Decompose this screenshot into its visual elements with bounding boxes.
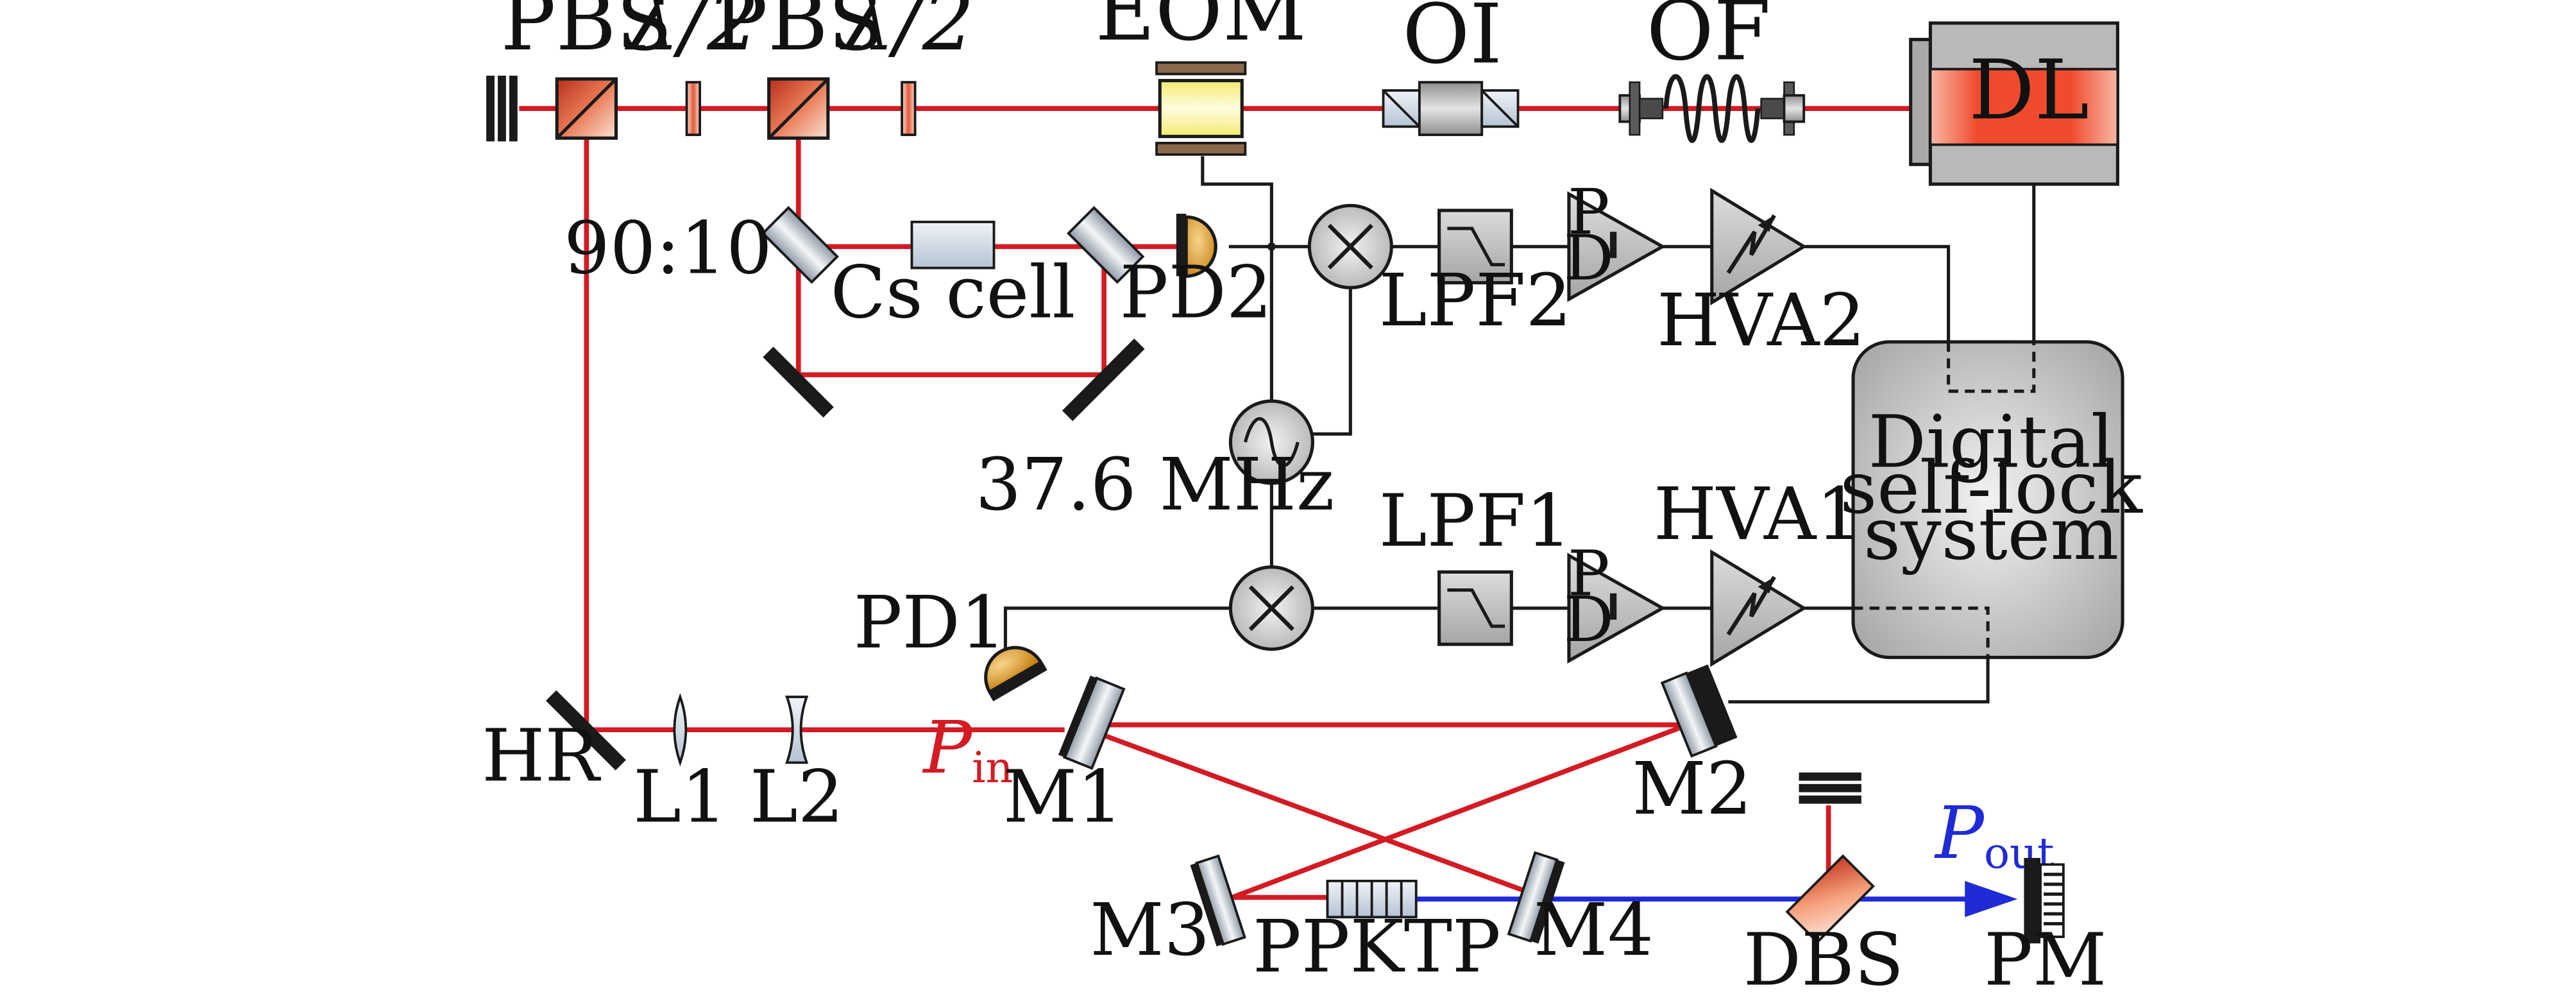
lens-l1 <box>673 693 688 767</box>
pid2-controller <box>1567 191 1666 302</box>
pbs-right <box>767 77 830 140</box>
p-in-label: Pin <box>922 705 1013 792</box>
pid1-p-letter: P <box>1568 537 1609 610</box>
halfwave-plate-left <box>685 81 702 137</box>
pbs-left <box>555 77 618 140</box>
oi-label: OI <box>1402 0 1502 82</box>
beam-dump-dbs <box>1799 772 1861 804</box>
mixer1 <box>1228 565 1314 651</box>
lpf1-label: LPF1 <box>1379 478 1572 563</box>
beam-dump-left <box>486 75 518 142</box>
mirror-m2 <box>1660 664 1738 758</box>
cs-mirror-lower-left <box>763 346 834 418</box>
lpf2-filter <box>1437 209 1513 285</box>
eom <box>1155 61 1247 156</box>
halfwave-left-label: λ/2 <box>624 0 759 69</box>
pid1-d-letter: D <box>1564 583 1614 656</box>
pm-label: PM <box>1984 917 2106 1001</box>
hva2-label: HVA2 <box>1657 278 1865 363</box>
shg-arrow <box>1965 880 2018 918</box>
mixer2 <box>1307 203 1393 289</box>
m1-label: M1 <box>1003 755 1123 839</box>
eom-drive-wire <box>1201 156 1273 411</box>
dichroic-beam-splitter <box>1785 854 1875 944</box>
ppktp-label: PPKTP <box>1253 904 1501 989</box>
pid2-p-letter: P <box>1568 176 1609 248</box>
pd2-detector <box>1176 214 1217 278</box>
oscillator-frequency-label: 37.6 MHz <box>976 442 1335 527</box>
pd1-detector <box>984 646 1047 701</box>
digital-system-label-line3: system <box>1863 492 2119 576</box>
beam-splitter-90-10 <box>761 206 839 284</box>
digital-m2-wire <box>1728 657 1990 704</box>
cs-mirror-upper <box>1067 206 1145 284</box>
digital-dashed-input <box>1947 341 2036 393</box>
l2-label: L2 <box>750 755 844 839</box>
digital-dashed-output <box>1853 606 1990 658</box>
wire-layer <box>1003 156 2036 704</box>
dl-label: DL <box>1969 43 2089 139</box>
pid1-controller <box>1567 552 1666 664</box>
hva1-label: HVA1 <box>1654 472 1862 556</box>
l1-label: L1 <box>633 755 727 839</box>
splitter-ratio-label: 90:10 <box>564 205 772 290</box>
hva2-amplifier <box>1710 187 1808 305</box>
m4-label: M4 <box>1534 887 1654 972</box>
osc-mixer2-wire <box>1312 287 1352 436</box>
m2-to-m3-beam <box>1231 726 1680 900</box>
mirror-m1 <box>1058 675 1126 770</box>
cs-cell <box>910 220 996 270</box>
hva2-digital-wire <box>1804 244 1951 345</box>
pd2-label: PD2 <box>1120 250 1273 334</box>
lpf1-filter <box>1437 570 1513 646</box>
pid2-d-letter: D <box>1564 222 1614 295</box>
m1-to-m4-beam <box>1083 726 1526 893</box>
hva1-amplifier <box>1710 549 1808 667</box>
of-label: OF <box>1647 0 1771 79</box>
mirror-m4 <box>1507 851 1565 944</box>
cs-mirror-lower-right <box>1062 338 1145 422</box>
pbs-right-label: PBS <box>713 0 885 69</box>
pbs-left-label: PBS <box>500 0 672 69</box>
m3-label: M3 <box>1090 887 1210 972</box>
power-meter <box>2024 858 2065 944</box>
lpf2-label: LPF2 <box>1379 258 1572 343</box>
hr-mirror <box>545 690 626 771</box>
hr-label: HR <box>482 714 601 798</box>
digital-system-label-line1: Digital <box>1868 399 2114 484</box>
optical-fiber <box>1618 74 1806 143</box>
eom-label: EOM <box>1095 0 1307 60</box>
rf-oscillator <box>1228 399 1314 485</box>
halfwave-plate-right <box>901 81 917 137</box>
junction-dot <box>1267 242 1276 251</box>
cs-cell-label: Cs cell <box>831 250 1076 334</box>
p-out-label: Pout <box>1934 791 2055 878</box>
pd1-mixer1-wire <box>1003 606 1232 654</box>
halfwave-right-label: λ/2 <box>839 0 974 69</box>
diode-laser <box>1909 21 2119 186</box>
digital-system-label-line2: self-lock <box>1840 445 2143 530</box>
optical-isolator <box>1382 81 1520 137</box>
m2-label: M2 <box>1632 746 1752 831</box>
mirror-m3 <box>1190 854 1246 946</box>
ppktp-crystal <box>1326 880 1418 919</box>
pd1-label: PD1 <box>854 580 1006 665</box>
lens-l2 <box>785 696 809 764</box>
dbs-label: DBS <box>1743 917 1904 1001</box>
